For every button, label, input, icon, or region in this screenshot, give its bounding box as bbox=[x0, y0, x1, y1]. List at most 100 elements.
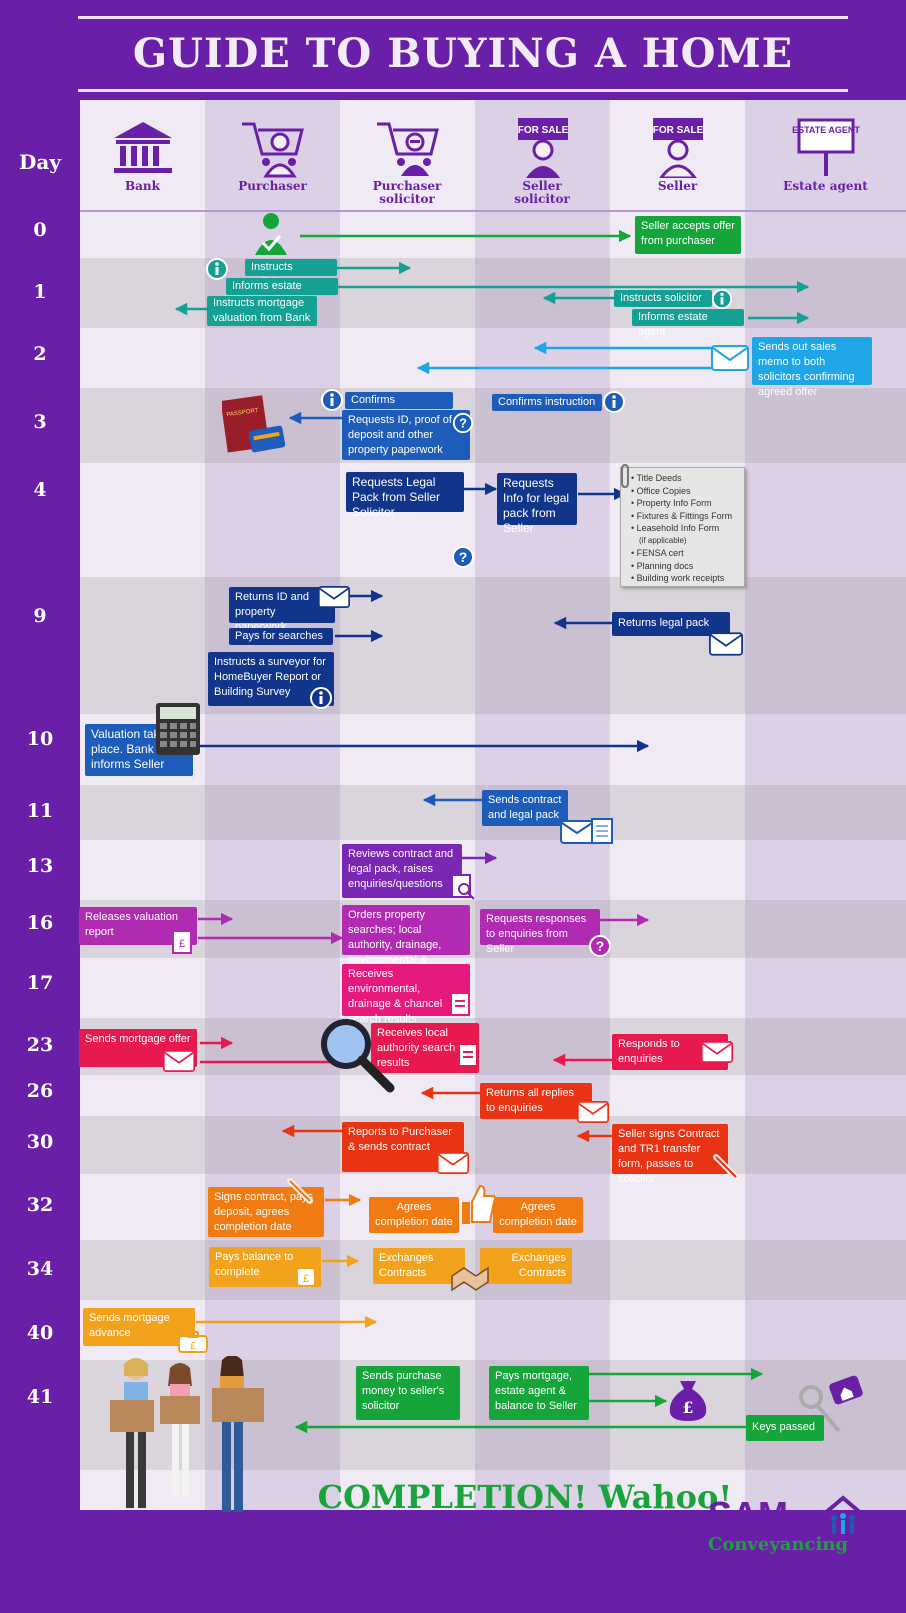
estate-agent-sign-icon: ESTATE AGENT bbox=[792, 118, 860, 176]
passport-sign-text: PASSPORT bbox=[226, 408, 259, 418]
question-icon: ? bbox=[452, 412, 474, 434]
estate-agent-sign-text: ESTATE AGENT bbox=[792, 125, 860, 135]
step-informs-agent-purchaser: Informs estate agent bbox=[226, 278, 338, 307]
day-number: 0 bbox=[33, 219, 47, 241]
briefcase-pound-icon: £ bbox=[178, 1331, 208, 1353]
day-number: 2 bbox=[33, 343, 47, 365]
page-title: GUIDE TO BUYING A HOME bbox=[78, 16, 848, 92]
day-number: 13 bbox=[26, 855, 54, 877]
checklist-item: • Title Deeds bbox=[631, 473, 682, 483]
document-pound-icon: £ bbox=[296, 1267, 316, 1287]
document-icon bbox=[450, 992, 470, 1016]
step-pays-searches: Pays for searches bbox=[229, 628, 333, 645]
footer: COMPLETION! Wahoo! Need help? Call 0207 … bbox=[80, 1470, 906, 1613]
step-pays-mortgage: Pays mortgage, estate agent & balance to… bbox=[489, 1366, 589, 1420]
house-family-logo-icon bbox=[822, 1495, 864, 1534]
step-seller-signs: Seller signs Contract and TR1 transfer f… bbox=[612, 1124, 728, 1185]
passport-icon: PASSPORT bbox=[222, 395, 286, 453]
happy-buyers-illustration bbox=[110, 1356, 264, 1512]
svg-text:?: ? bbox=[459, 416, 467, 431]
day-number: 17 bbox=[26, 972, 54, 994]
step-signs-contract: Signs contract, pays deposit, agrees com… bbox=[208, 1187, 324, 1237]
calculator-icon bbox=[156, 703, 200, 755]
envelope-icon bbox=[436, 1152, 470, 1174]
step-receives-env: Receives environmental, drainage & chanc… bbox=[342, 964, 470, 1025]
day-number: 23 bbox=[26, 1034, 54, 1056]
legal-pack-checklist: • Title Deeds • Office Copies • Property… bbox=[620, 467, 745, 587]
for-sale-sign-text: FOR SALE bbox=[652, 125, 703, 136]
step-returns-legal-pack: Returns legal pack bbox=[612, 612, 730, 636]
help-phone-line[interactable]: Need help? Call 0207 112 5388 bbox=[88, 1522, 334, 1538]
step-exchanges-purchaser-solicitor: Exchanges Contracts bbox=[373, 1248, 465, 1284]
day-number: 41 bbox=[26, 1386, 54, 1408]
for-sale-sign-text: FOR SALE bbox=[517, 125, 568, 136]
header-label-purchaser-solicitor: Purchaser solicitor bbox=[372, 179, 442, 206]
step-confirms-instruction-purchaser-solicitor: Confirms instruction bbox=[345, 392, 453, 421]
step-requests-responses: Requests responses to enquiries from Sel… bbox=[480, 909, 600, 955]
day-number: 11 bbox=[26, 800, 54, 822]
document-search-icon bbox=[451, 874, 475, 900]
header-label-seller-solicitor: Seller solicitor bbox=[514, 179, 570, 206]
header-label-bank: Bank bbox=[125, 179, 160, 193]
envelope-icon bbox=[318, 586, 350, 608]
header-label-estate-agent: Estate agent bbox=[783, 179, 868, 193]
step-seller-accepts: Seller accepts offer from purchaser bbox=[635, 216, 741, 254]
header-label-seller: Seller bbox=[657, 179, 698, 193]
day-number: 40 bbox=[26, 1322, 54, 1344]
column-estate-agent-bg bbox=[745, 100, 906, 1510]
day-number: 32 bbox=[26, 1194, 54, 1216]
question-icon: ? bbox=[452, 546, 474, 568]
day-column-header: Day bbox=[19, 150, 61, 174]
person-approved-icon bbox=[255, 213, 287, 255]
step-sends-purchase-money: Sends purchase money to seller's solicit… bbox=[356, 1366, 460, 1420]
step-orders-searches: Orders property searches; local authorit… bbox=[342, 905, 470, 981]
for-sale-solicitor-icon: FOR SALE bbox=[517, 118, 568, 178]
document-pound-icon: £ bbox=[172, 930, 192, 954]
day-number: 10 bbox=[26, 728, 54, 750]
header-seller-solicitor: FOR SALE Seller solicitor bbox=[475, 100, 610, 210]
day-number: 9 bbox=[33, 605, 47, 627]
envelope-icon bbox=[709, 632, 743, 656]
row-band bbox=[80, 1018, 906, 1075]
checklist-item: • Fixtures & Fittings Form bbox=[631, 510, 733, 521]
shopping-cart-person-icon bbox=[241, 122, 304, 178]
day-number: 4 bbox=[33, 479, 47, 501]
paperclip-icon bbox=[621, 463, 629, 489]
checklist-item: • Planning docs bbox=[631, 560, 694, 571]
checklist-item: • FENSA cert bbox=[631, 548, 684, 558]
document-icon bbox=[458, 1043, 478, 1067]
title-bar: GUIDE TO BUYING A HOME bbox=[0, 0, 906, 100]
svg-text:?: ? bbox=[596, 938, 605, 954]
svg-text:?: ? bbox=[459, 549, 468, 565]
step-confirms-instruction-seller-solicitor: Confirms instruction bbox=[492, 394, 602, 411]
envelope-icon bbox=[577, 1101, 609, 1123]
completion-banner: COMPLETION! Wahoo! bbox=[317, 1478, 733, 1516]
svg-text:£: £ bbox=[190, 1341, 196, 1352]
day-number: 16 bbox=[26, 912, 54, 934]
step-informs-agent-seller: Informs estate agent bbox=[632, 309, 744, 338]
for-sale-person-icon: FOR SALE bbox=[652, 118, 703, 178]
column-seller-bg bbox=[610, 100, 745, 1510]
checklist-item: • Building work receipts bbox=[631, 573, 725, 583]
step-instructs-mortgage: Instructs mortgage valuation from Bank bbox=[207, 296, 317, 326]
checklist-item: • Leasehold Info Form bbox=[631, 523, 720, 533]
envelope-icon bbox=[700, 1041, 734, 1063]
thumbs-up-icon bbox=[462, 1184, 496, 1224]
checklist-item: (if applicable) bbox=[639, 535, 687, 545]
step-returns-replies: Returns all replies to enquiries bbox=[480, 1083, 592, 1119]
handshake-icon bbox=[451, 1266, 489, 1292]
info-icon bbox=[206, 258, 228, 280]
step-reviews-contract: Reviews contract and legal pack, raises … bbox=[342, 844, 462, 898]
header-estate-agent: ESTATE AGENT Estate agent bbox=[745, 100, 906, 210]
envelope-icon bbox=[711, 345, 749, 371]
step-agrees-completion-purchaser-solicitor: Agrees completion date bbox=[369, 1197, 459, 1233]
envelope-document-icon bbox=[560, 818, 613, 844]
step-requests-legal-pack: Requests Legal Pack from Seller Solicito… bbox=[346, 472, 464, 519]
website-link[interactable]: www.samconveyancing.co.uk bbox=[88, 1544, 313, 1560]
step-exchanges-seller-solicitor: Exchanges Contracts bbox=[480, 1248, 572, 1284]
info-icon bbox=[603, 391, 625, 413]
header-seller: FOR SALE Seller bbox=[610, 100, 745, 210]
magnifying-glass-icon bbox=[321, 1019, 395, 1093]
